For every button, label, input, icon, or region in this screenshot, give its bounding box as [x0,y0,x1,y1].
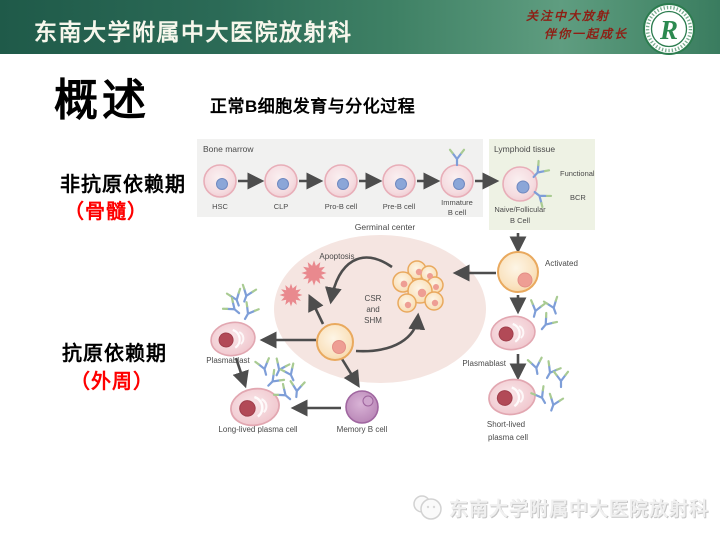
page-title: 概述 [54,76,150,125]
proliferating-cell-cluster [392,260,444,313]
watermark-logo-icon [413,495,442,520]
hsc-cell [203,164,237,198]
flow-arrows [232,172,527,417]
activated-b-cell [497,251,539,293]
slide-subtitle: 正常B细胞发育与分化过程 [210,97,416,116]
logo-letter: R [659,15,678,45]
label-csr-2: and [366,305,379,314]
label-short-lived-2: plasma cell [488,433,528,442]
label-plasmablast-right: Plasmablast [462,359,506,368]
label-csr-1: CSR [365,294,382,303]
label-lymphoid-tissue: Lymphoid tissue [494,144,555,154]
header-department-title: 东南大学附属中大医院放射科 [34,20,353,45]
label-functional: Functional [560,169,595,178]
bone-marrow-cells [203,148,474,198]
watermark-text: 东南大学附属中大医院放射科 [449,498,710,520]
hospital-logo-icon: R [643,3,695,55]
plasmablast-right-cell [487,312,539,354]
label-apoptosis: Apoptosis [319,252,354,261]
label-naive-1: Naive/Follicular [494,205,546,214]
label-memory: Memory B cell [337,425,388,434]
label-csr-3: SHM [364,316,382,325]
label-short-lived-1: Short-lived [487,420,525,429]
footer-watermark: 东南大学附属中大医院放射科 [410,492,709,522]
immature-b-cell [440,148,474,198]
long-lived-plasma-cell [226,383,284,431]
memory-b-cell [345,390,379,424]
label-pre-b: Pre-B cell [383,202,416,211]
bcell-development-diagram: Bone marrow Lymphoid tissue Germinal cen… [197,139,595,442]
clp-cell [264,164,298,198]
germinal-center-b-cell [316,323,354,361]
stage-label-antigen-dependent: 抗原依赖期 [62,343,167,365]
label-immature-2: B cell [448,208,467,217]
plasmablast-left-cell [207,318,259,360]
label-hsc: HSC [212,202,228,211]
label-long-lived: Long-lived plasma cell [218,425,297,434]
stage-location-bone-marrow: （骨髓） [64,201,148,223]
label-bone-marrow: Bone marrow [203,144,254,154]
short-lived-plasma-cell [485,375,539,419]
label-pro-b: Pro-B cell [325,202,358,211]
stage-label-antigen-independent: 非抗原依赖期 [60,174,186,196]
label-bcr: BCR [570,193,586,202]
stage-location-periphery: （外周） [70,371,154,393]
pre-b-cell [382,164,416,198]
header-bar: 东南大学附属中大医院放射科 关注中大放射 伴你一起成长 R [0,0,720,55]
label-naive-2: B Cell [510,216,530,225]
naive-follicular-b-cell [502,159,553,209]
header-slogan-line2: 伴你一起成长 [543,27,628,41]
label-clp: CLP [274,202,289,211]
label-plasmablast-left: Plasmablast [206,356,250,365]
pro-b-cell [324,164,358,198]
label-germinal-center: Germinal center [355,222,416,232]
label-activated: Activated [545,259,578,268]
header-slogan-line1: 关注中大放射 [525,9,610,23]
header-slogan: 关注中大放射 伴你一起成长 [526,7,628,43]
label-immature-1: Immature [441,198,473,207]
